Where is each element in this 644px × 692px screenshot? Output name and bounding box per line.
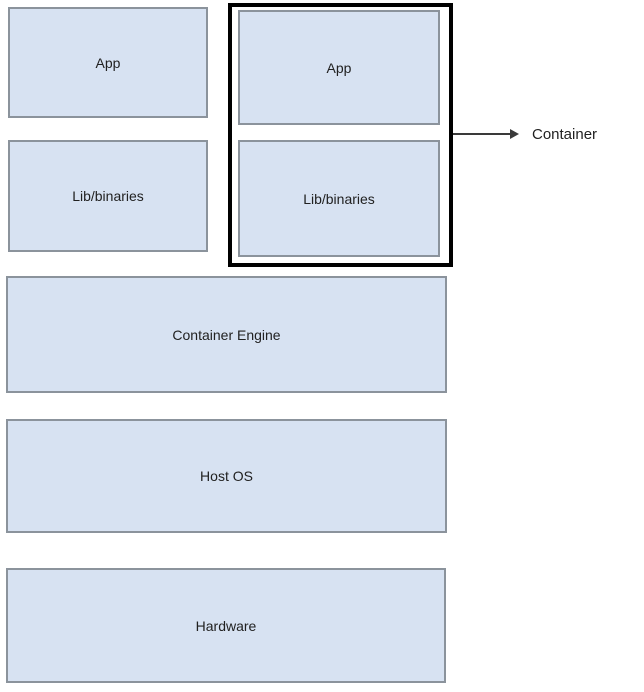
lib-binaries-box-in-container: Lib/binaries xyxy=(238,140,440,257)
app-box-left: App xyxy=(8,7,208,118)
container-callout-label: Container xyxy=(532,126,598,143)
app-box-in-container-label: App xyxy=(326,59,352,76)
host-os-layer: Host OS xyxy=(6,419,447,533)
hardware-layer-label: Hardware xyxy=(195,617,257,634)
lib-binaries-box-left-label: Lib/binaries xyxy=(72,188,144,204)
app-box-left-label: App xyxy=(95,54,121,71)
container-group-outline xyxy=(228,3,453,267)
lib-binaries-box-left: Lib/binaries xyxy=(8,140,208,252)
container-callout-arrow-head-icon xyxy=(510,129,519,139)
hardware-layer: Hardware xyxy=(6,568,446,683)
host-os-layer-label: Host OS xyxy=(200,468,253,484)
container-engine-layer: Container Engine xyxy=(6,276,447,393)
app-box-in-container: App xyxy=(238,10,440,125)
container-engine-layer-label: Container Engine xyxy=(172,326,281,343)
container-callout-arrow-line xyxy=(453,133,512,135)
lib-binaries-box-in-container-label: Lib/binaries xyxy=(303,190,375,207)
